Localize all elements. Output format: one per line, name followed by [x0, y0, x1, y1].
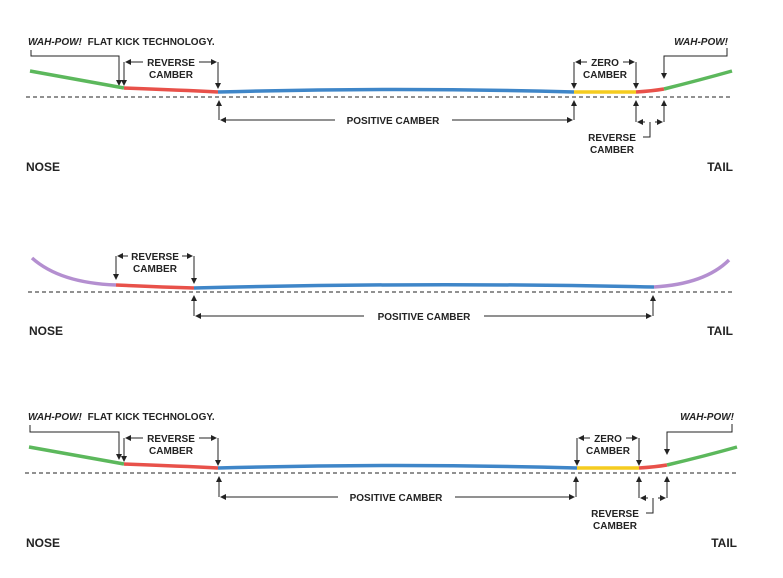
zero-camber-label: CAMBER	[583, 70, 628, 81]
tail-callout: WAH-POW!	[680, 412, 735, 423]
reverse-camber-label: CAMBER	[133, 264, 178, 275]
positive-camber-label: POSITIVE CAMBER	[350, 493, 444, 504]
positive-camber-segment	[217, 463, 578, 470]
reverse-camber-label: CAMBER	[593, 521, 638, 532]
positive-camber-segment	[193, 282, 655, 290]
flat-kick-nose-segment	[29, 69, 125, 90]
reverse-camber-nose-segment	[123, 462, 219, 470]
flat-kick-text: FLAT KICK TECHNOLOGY.	[88, 37, 215, 48]
flat-kick-tail-segment	[666, 445, 738, 467]
nose-callout-leader	[30, 50, 122, 86]
reverse-camber-nose-segment	[123, 86, 219, 94]
tail-callout-leader	[661, 48, 728, 79]
flat-kick-text: FLAT KICK TECHNOLOGY.	[88, 412, 215, 423]
tail-callout-leader	[664, 424, 733, 455]
rocker-tail-segment	[653, 258, 731, 289]
reverse-camber-label: CAMBER	[149, 70, 194, 81]
reverse-camber-tail-segment	[638, 463, 668, 470]
reverse-camber-label: CAMBER	[590, 145, 635, 156]
tail-reverse-leader	[643, 122, 651, 138]
reverse-camber-label: REVERSE	[588, 133, 636, 144]
reverse-camber-label: REVERSE	[147, 434, 195, 445]
zero-camber-label: ZERO	[591, 58, 619, 69]
rocker-nose-segment	[30, 256, 117, 287]
zero-camber-label: ZERO	[594, 434, 622, 445]
reverse-camber-label: REVERSE	[131, 252, 179, 263]
tail-reverse-leader	[646, 498, 654, 514]
nose-label: NOSE	[26, 536, 60, 550]
zero-camber-label: CAMBER	[586, 446, 631, 457]
tail-label: TAIL	[711, 536, 737, 550]
flat-kick-tail-segment	[663, 69, 733, 91]
reverse-camber-label: REVERSE	[147, 58, 195, 69]
profile-diagram-1: WAH-POW! FLAT KICK TECHNOLOGY. REVERSE C…	[26, 37, 733, 174]
positive-camber-label: POSITIVE CAMBER	[347, 116, 441, 127]
reverse-camber-tail-segment	[635, 87, 665, 94]
profile-diagram-3: WAH-POW! FLAT KICK TECHNOLOGY. REVERSE C…	[25, 412, 738, 550]
nose-callout: WAH-POW! FLAT KICK TECHNOLOGY.	[28, 37, 215, 48]
nose-label: NOSE	[29, 324, 63, 338]
reverse-camber-label: CAMBER	[149, 446, 194, 457]
wah-pow-brand-text: WAH-POW!	[28, 412, 83, 423]
nose-label: NOSE	[26, 160, 60, 174]
tail-callout: WAH-POW!	[674, 37, 729, 48]
nose-callout-leader	[29, 425, 122, 460]
positive-camber-segment	[217, 87, 575, 94]
profile-diagram-2: REVERSE CAMBER POSITIVE CAMBER NOSE TAIL	[28, 252, 734, 338]
reverse-camber-label: REVERSE	[591, 509, 639, 520]
nose-callout: WAH-POW! FLAT KICK TECHNOLOGY.	[28, 412, 215, 423]
wah-pow-brand-text: WAH-POW!	[28, 37, 83, 48]
reverse-camber-nose-segment	[115, 283, 195, 290]
positive-camber-label: POSITIVE CAMBER	[378, 312, 472, 323]
flat-kick-nose-segment	[28, 445, 125, 466]
tail-label: TAIL	[707, 160, 733, 174]
tail-label: TAIL	[707, 324, 733, 338]
